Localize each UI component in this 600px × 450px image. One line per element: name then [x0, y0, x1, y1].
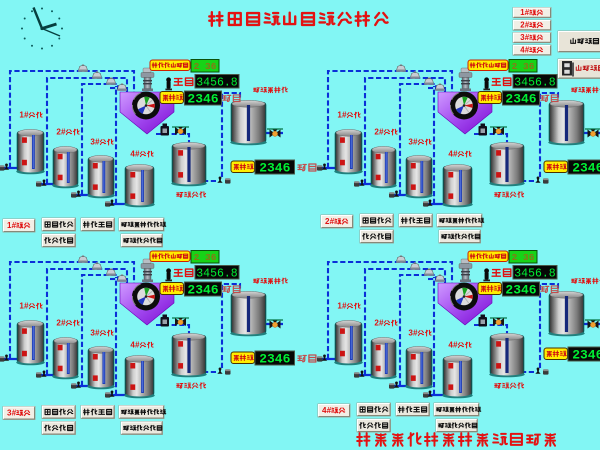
svg-text:2 36: 2 36: [512, 252, 535, 263]
svg-text:2: 2: [56, 319, 61, 328]
svg-text:4: 4: [130, 150, 135, 159]
svg-text:#: #: [525, 33, 530, 42]
svg-text:#: #: [342, 302, 347, 311]
svg-text:2 36: 2 36: [194, 61, 217, 72]
svg-text:3: 3: [7, 409, 12, 418]
svg-text:#: #: [453, 150, 458, 159]
svg-text:3456.8: 3456.8: [514, 76, 556, 89]
svg-text:#: #: [61, 128, 66, 137]
svg-text:4: 4: [448, 341, 453, 350]
svg-text:2346: 2346: [259, 352, 290, 367]
svg-text:#: #: [413, 329, 418, 338]
svg-text:2 36: 2 36: [194, 252, 217, 263]
svg-text:#: #: [525, 46, 530, 55]
svg-text:#: #: [24, 302, 29, 311]
svg-text:2: 2: [374, 319, 379, 328]
svg-text:2: 2: [325, 217, 330, 226]
svg-text:#: #: [525, 8, 530, 17]
svg-text:3: 3: [90, 329, 95, 338]
svg-text:#: #: [413, 138, 418, 147]
svg-text:4: 4: [130, 341, 135, 350]
svg-text:#: #: [135, 341, 140, 350]
svg-text:#: #: [12, 409, 17, 418]
svg-text:1: 1: [337, 111, 342, 120]
svg-text:#: #: [379, 128, 384, 137]
svg-text:#: #: [327, 406, 332, 415]
svg-text:#: #: [61, 319, 66, 328]
svg-text:#: #: [95, 138, 100, 147]
svg-text:4: 4: [520, 46, 525, 55]
svg-text:3456.8: 3456.8: [196, 76, 238, 89]
svg-text:1: 1: [337, 302, 342, 311]
svg-text:#: #: [525, 21, 530, 30]
svg-text:#: #: [24, 111, 29, 120]
svg-text:1: 1: [520, 8, 525, 17]
svg-text:2: 2: [374, 128, 379, 137]
svg-text:2346: 2346: [505, 92, 536, 107]
svg-text:#: #: [12, 221, 17, 230]
svg-text:1: 1: [19, 111, 24, 120]
svg-text:3: 3: [408, 138, 413, 147]
svg-text:2346: 2346: [572, 161, 600, 176]
svg-text:4: 4: [448, 150, 453, 159]
svg-text:#: #: [95, 329, 100, 338]
svg-text:4: 4: [322, 406, 327, 415]
svg-text:1: 1: [7, 221, 12, 230]
svg-text:3456.8: 3456.8: [196, 267, 238, 280]
svg-text:2: 2: [56, 128, 61, 137]
svg-text:1: 1: [19, 302, 24, 311]
svg-text:3456.8: 3456.8: [514, 267, 556, 280]
svg-text:#: #: [379, 319, 384, 328]
svg-text:3: 3: [90, 138, 95, 147]
svg-text:3: 3: [520, 33, 525, 42]
svg-text:2 36: 2 36: [512, 61, 535, 72]
svg-text:2346: 2346: [572, 348, 600, 363]
svg-text:#: #: [453, 341, 458, 350]
svg-text:2346: 2346: [259, 161, 290, 176]
svg-text:2346: 2346: [187, 283, 218, 298]
svg-text:3: 3: [408, 329, 413, 338]
svg-text:2: 2: [520, 21, 525, 30]
svg-text:#: #: [330, 217, 335, 226]
svg-text:2346: 2346: [187, 92, 218, 107]
svg-text:#: #: [135, 150, 140, 159]
svg-text:2346: 2346: [505, 283, 536, 298]
svg-text:#: #: [342, 111, 347, 120]
